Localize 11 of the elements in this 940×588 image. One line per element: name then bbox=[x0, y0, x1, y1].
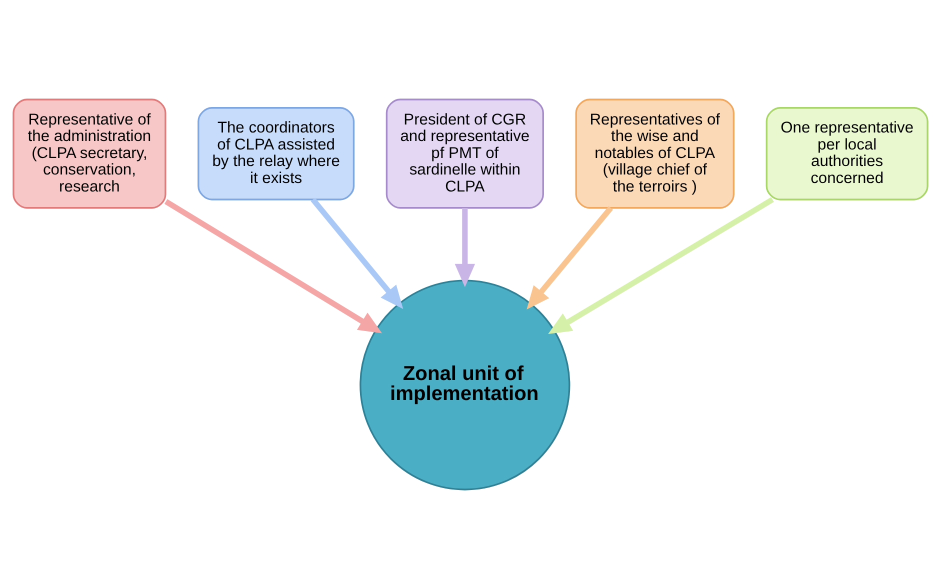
arrow bbox=[548, 196, 774, 334]
arrow bbox=[310, 197, 403, 308]
node-box: The coordinators of CLPA assisted by the relay where it exists bbox=[197, 106, 354, 200]
arrow bbox=[164, 198, 382, 333]
arrow bbox=[454, 207, 475, 287]
node-box: President of CGR and representative pf PMT of sardinelle within CLPA bbox=[385, 98, 544, 208]
node-box: One representative per local authorities concerned bbox=[765, 106, 928, 200]
node-box: Representatives of the wise and notables of CLPA (village chief of the terroirs ) bbox=[574, 98, 734, 208]
arrow bbox=[526, 206, 612, 309]
node-circle: Zonal unit of implementation bbox=[359, 279, 570, 490]
node-box: Representative of the administration (CLPA secretary, conservation, research bbox=[12, 98, 166, 208]
